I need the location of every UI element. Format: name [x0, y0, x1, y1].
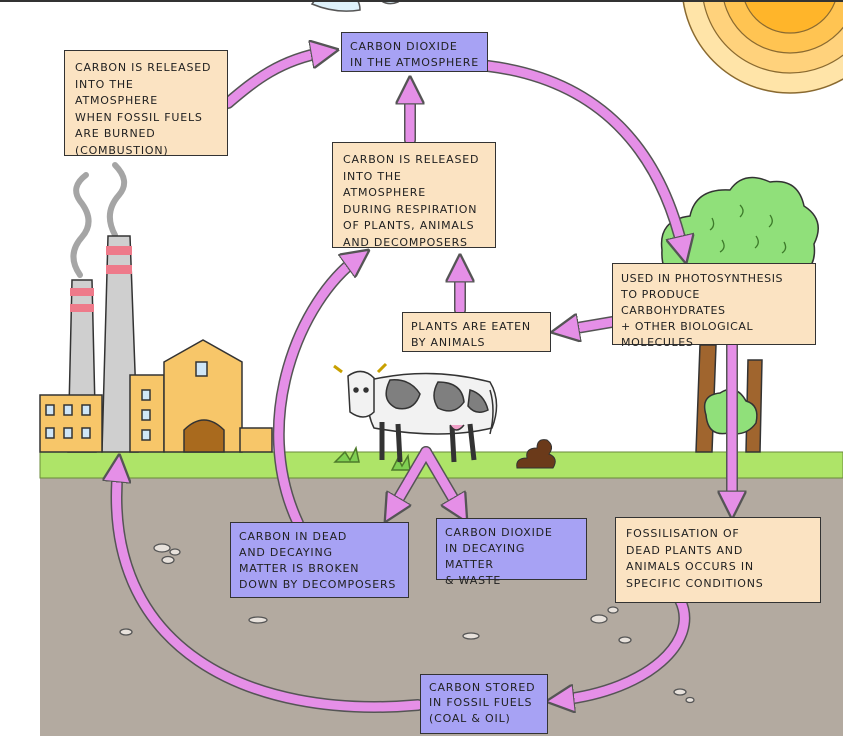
power-station — [39, 235, 273, 453]
cycle-arrows — [117, 52, 732, 707]
arrow-combustion — [223, 52, 325, 108]
arrow-decomposers-up — [274, 258, 358, 528]
decomposers-box: CARBON IN DEAD AND DECAYING MATTER IS BR… — [230, 522, 409, 598]
decaying-matter-box: CARBON DIOXIDE IN DECAYING MATTER & WAST… — [436, 518, 587, 587]
arrow-to-power-station — [117, 468, 423, 712]
respiration-box: CARBON IS RELEASED INTO THE ATMOSPHERE D… — [332, 142, 496, 249]
fossilisation-box: FOSSILISATION OF DEAD PLANTS AND ANIMALS… — [615, 517, 821, 603]
co2-atmosphere-box: CARBON DIOXIDE IN THE ATMOSPHERE — [341, 32, 488, 72]
plants-eaten-box: PLANTS ARE EATEN BY ANIMALS — [402, 312, 551, 352]
dung — [516, 439, 556, 469]
grass-tufts — [333, 445, 411, 471]
grass — [39, 451, 843, 479]
photosynthesis-box: USED IN PHOTOSYNTHESIS TO PRODUCE CARBOH… — [612, 263, 816, 349]
sun — [682, 0, 843, 94]
arrow-to-photosynthesis — [483, 61, 683, 250]
smoke — [70, 162, 128, 278]
arrow-photosynthesis-eaten — [565, 322, 617, 330]
arrow-cow-to-decomposers — [392, 447, 431, 510]
arrow-to-fossil-fuels — [560, 595, 689, 700]
cow — [333, 362, 498, 463]
combustion-box: CARBON IS RELEASED INTO THE ATMOSPHERE W… — [64, 50, 228, 157]
stones — [119, 543, 695, 704]
fossil-fuels-box: CARBON STORED IN FOSSIL FUELS (COAL & OI… — [420, 674, 548, 734]
arrow-cow-to-decaying — [421, 447, 460, 510]
